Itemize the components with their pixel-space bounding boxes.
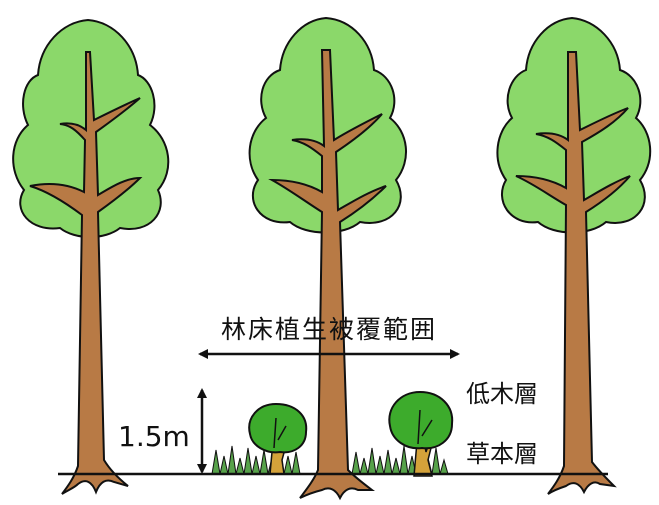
shrub-left: [248, 402, 308, 475]
shrub-right: [388, 390, 454, 477]
tree-center: [248, 16, 408, 501]
coverage-range-label: 林床植生被覆範囲: [221, 315, 437, 344]
tree-trunk: [29, 51, 143, 495]
tree-right: [496, 16, 652, 495]
tree-trunk: [268, 49, 387, 501]
tree-trunk: [515, 51, 631, 495]
herb-layer-label: 草本層: [466, 440, 538, 468]
tree-left: [12, 18, 170, 495]
shrub-layer-label: 低木層: [466, 380, 538, 408]
height-label: 1.5m: [118, 420, 190, 453]
